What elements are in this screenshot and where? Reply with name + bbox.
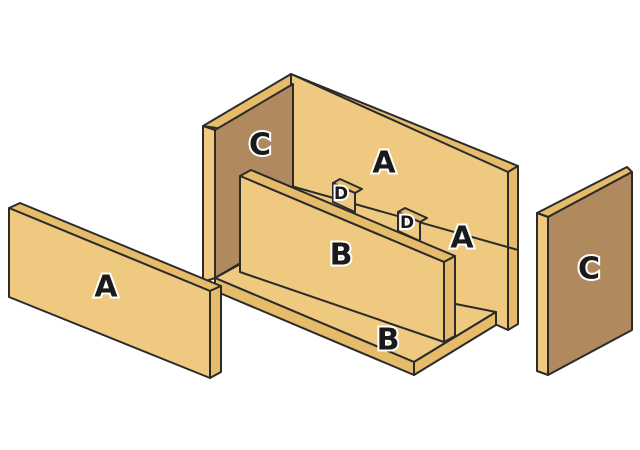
label-divider-panel: B bbox=[330, 238, 353, 273]
dowel-left bbox=[332, 178, 363, 213]
label-loose-front-panel: A bbox=[94, 270, 118, 305]
label-back-panel: A bbox=[372, 146, 396, 181]
label-dowel-left: D bbox=[334, 184, 348, 204]
divider-panel bbox=[239, 169, 456, 343]
bottom-panel-side-edge bbox=[413, 311, 497, 376]
loose-front-panel-side-edge bbox=[209, 285, 222, 379]
loose-side-panel bbox=[536, 166, 633, 376]
label-dowel-right: D bbox=[400, 213, 414, 233]
label-loose-side-panel: C bbox=[578, 252, 600, 287]
inner-side-panel-front-edge bbox=[202, 125, 216, 283]
loose-front-panel bbox=[8, 202, 222, 379]
loose-side-panel-front-edge bbox=[536, 212, 549, 376]
loose-side-panel-face bbox=[547, 171, 633, 376]
divider-panel-side-edge bbox=[443, 255, 456, 343]
label-middle-panel: A bbox=[450, 221, 474, 256]
label-bottom-panel: B bbox=[377, 323, 400, 358]
label-inner-side-panel: C bbox=[249, 128, 271, 163]
